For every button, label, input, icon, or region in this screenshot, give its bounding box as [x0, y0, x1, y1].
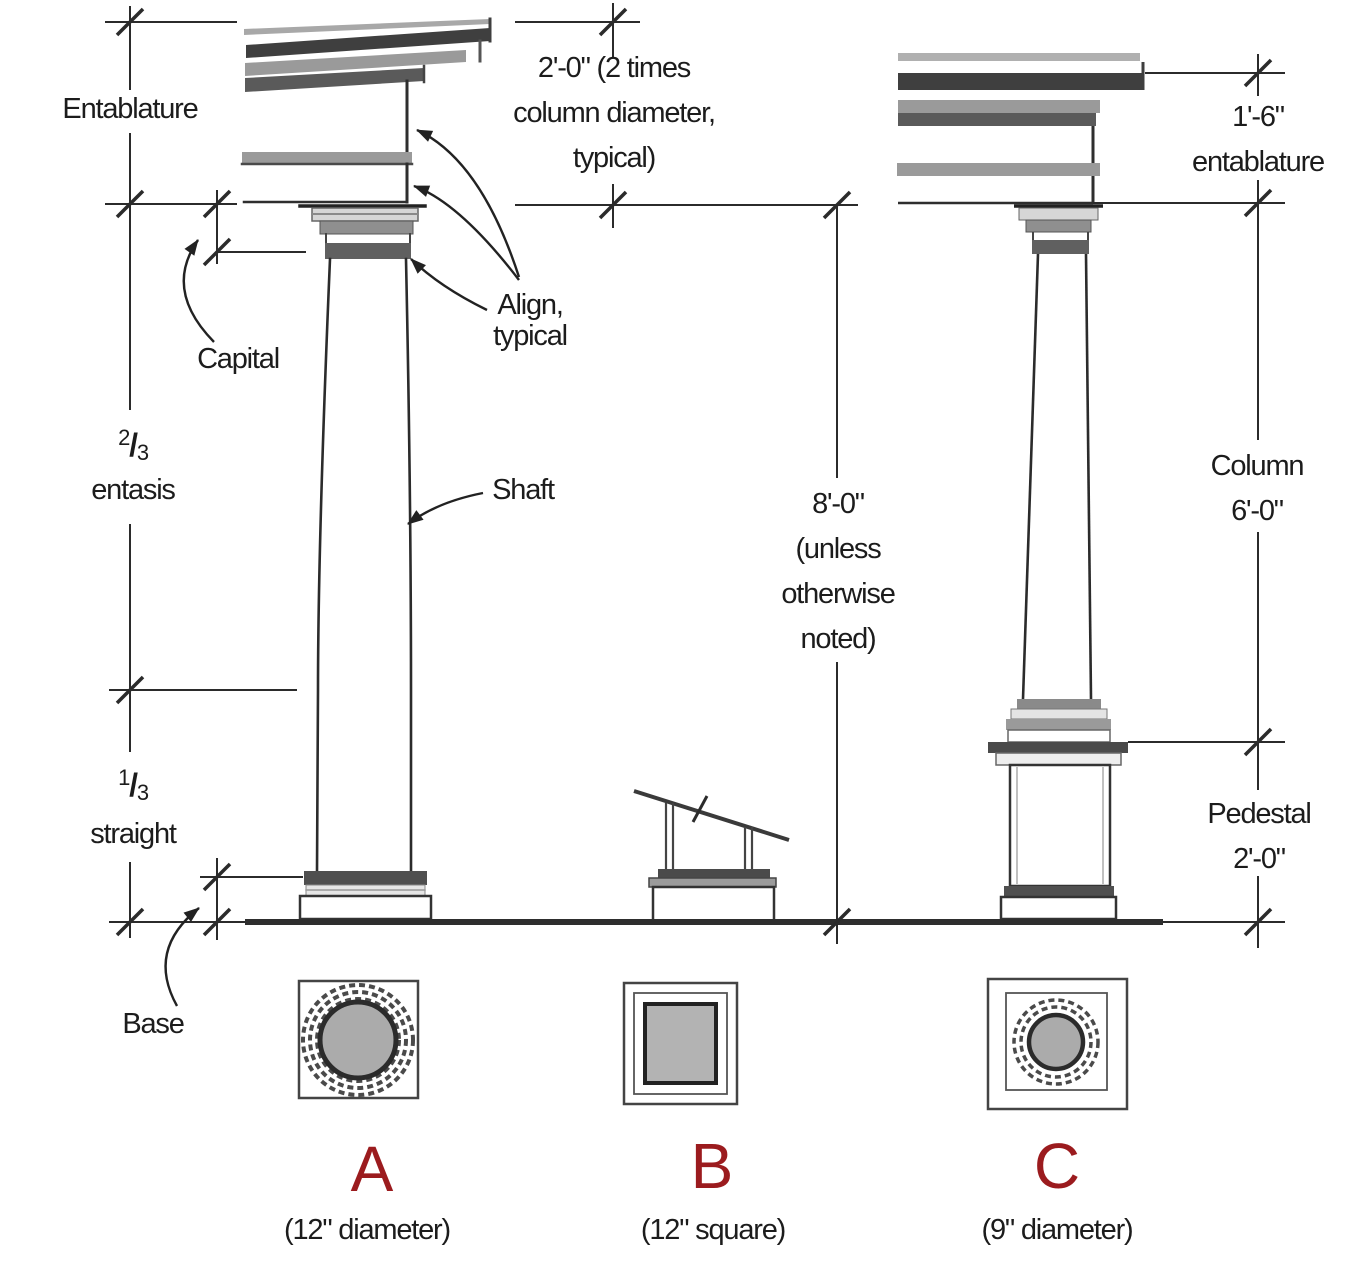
column-height-line-4: noted) [800, 623, 876, 655]
entablature-c-dimension: 1'-6" entablature [1192, 95, 1325, 185]
straight-label: straight [90, 818, 177, 850]
entablature-c-label: entablature [1192, 146, 1325, 178]
column-c-value: 6'-0" [1231, 495, 1284, 527]
section-c-letter: C [1033, 1130, 1081, 1202]
pedestal-c-value: 2'-0" [1233, 843, 1286, 875]
entasis-fraction-numerator: 2 [118, 425, 130, 450]
entasis-fraction-denominator: 3 [136, 440, 149, 465]
section-a-caption: (12" diameter) [284, 1214, 451, 1246]
column-height-line-2: (unless [795, 533, 881, 565]
column-b-elevation [633, 789, 790, 925]
section-a-letter: A [350, 1133, 394, 1205]
section-c-plan [986, 977, 1129, 1111]
section-c-caption: (9" diameter) [981, 1214, 1133, 1246]
section-b-letter: B [690, 1130, 734, 1202]
entablature-height-line-1: 2'-0" (2 times [537, 52, 691, 84]
entablature-height-line-2: column diameter, [513, 97, 716, 129]
entasis-fraction-label: 2/3 [118, 425, 149, 465]
column-c-dimension: Column 6'-0" [1210, 444, 1305, 534]
entablature-height-dimension: 2'-0" (2 times column diameter, typical) [513, 46, 716, 181]
align-typical-label: Align, typical [493, 289, 568, 352]
column-height-line-3: otherwise [781, 578, 896, 610]
entablature-label: Entablature [62, 93, 198, 125]
align-line-1: Align, [497, 289, 564, 321]
column-c-label: Column [1210, 450, 1305, 482]
column-height-dimension: 8'-0" (unless otherwise noted) [781, 482, 896, 662]
column-a-elevation [240, 17, 492, 921]
pedestal-c-dimension: Pedestal 2'-0" [1207, 792, 1311, 882]
leader-arrows [164, 128, 521, 1007]
fraction-slash: / [129, 427, 138, 463]
entasis-label: entasis [91, 474, 176, 506]
base-label: Base [122, 1008, 185, 1040]
align-leader-2 [413, 184, 520, 281]
column-c-elevation [897, 53, 1145, 921]
column-height-line-1: 8'-0" [812, 488, 865, 520]
align-leader-3 [410, 258, 488, 312]
straight-fraction-denominator: 3 [136, 780, 149, 805]
ground-line [245, 919, 1163, 925]
pedestal-c-label: Pedestal [1207, 798, 1311, 830]
section-b-plan [622, 981, 739, 1106]
capital-leader [182, 239, 215, 343]
straight-fraction-numerator: 1 [118, 765, 130, 790]
base-leader [164, 907, 200, 1007]
capital-label: Capital [197, 343, 280, 375]
shaft-leader [407, 491, 484, 525]
align-line-2: typical [493, 320, 568, 352]
entablature-c-value: 1'-6" [1232, 101, 1285, 133]
shaft-label: Shaft [492, 474, 555, 506]
fraction-slash: / [129, 767, 138, 803]
dimension-ticks [115, 7, 1273, 937]
align-leader-1 [416, 128, 521, 278]
section-b-caption: (12" square) [640, 1214, 786, 1246]
straight-fraction-label: 1/3 [118, 765, 149, 805]
section-a-plan [297, 979, 420, 1100]
entablature-height-line-3: typical) [572, 142, 656, 174]
dimension-lines [105, 3, 1285, 948]
